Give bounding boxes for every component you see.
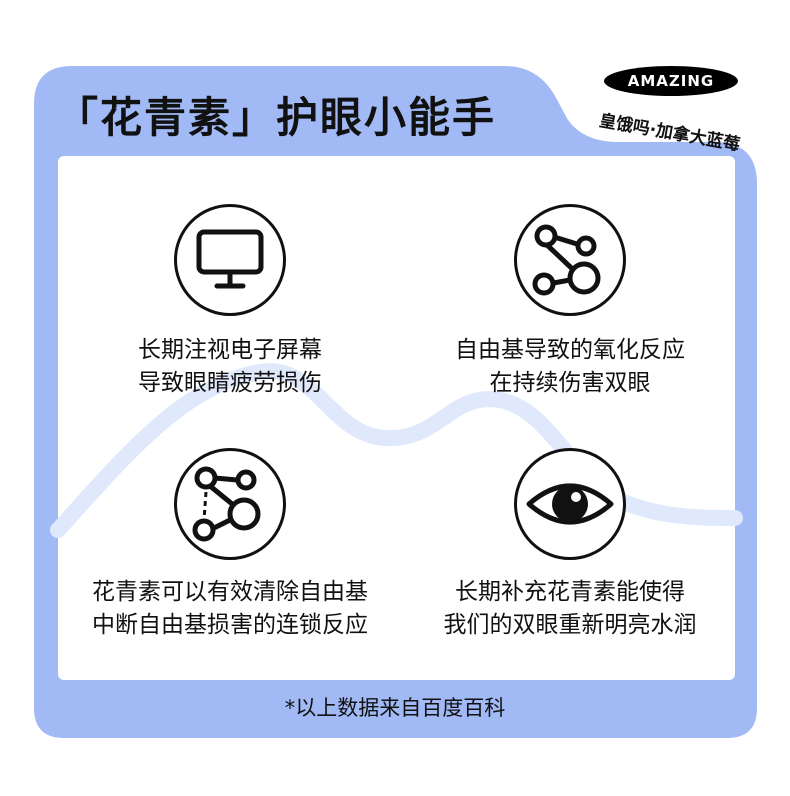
monitor-icon-circle	[174, 204, 286, 316]
caption-bright-eyes: 长期补充花青素能使得 我们的双眼重新明亮水润	[400, 576, 740, 642]
caption-line: 我们的双眼重新明亮水润	[443, 612, 697, 638]
caption-line: 中断自由基损害的连锁反应	[92, 612, 368, 638]
amazing-badge: AMAZING	[604, 66, 738, 96]
caption-screen: 长期注视电子屏幕 导致眼睛疲劳损伤	[60, 334, 400, 400]
caption-line: 自由基导致的氧化反应	[455, 337, 685, 363]
source-note: *以上数据来自百度百科	[284, 696, 506, 720]
caption-free-radical: 自由基导致的氧化反应 在持续伤害双眼	[400, 334, 740, 400]
molecule-broken-icon-circle	[174, 448, 286, 560]
monitor-icon	[196, 229, 264, 289]
caption-line: 在持续伤害双眼	[489, 370, 651, 396]
badge-text: AMAZING	[627, 72, 715, 90]
molecule-icon-circle	[514, 204, 626, 316]
molecule-icon	[532, 224, 601, 296]
caption-line: 花青素可以有效清除自由基	[92, 579, 368, 605]
eye-icon	[526, 483, 614, 525]
page-title: 「花青素」护眼小能手	[56, 93, 497, 142]
caption-line: 长期注视电子屏幕	[138, 337, 322, 363]
caption-line: 导致眼睛疲劳损伤	[138, 370, 322, 396]
caption-line: 长期补充花青素能使得	[455, 579, 685, 605]
molecule-broken-icon	[192, 466, 261, 542]
caption-anthocyanin: 花青素可以有效清除自由基 中断自由基损害的连锁反应	[60, 576, 400, 642]
eye-icon-circle	[514, 448, 626, 560]
